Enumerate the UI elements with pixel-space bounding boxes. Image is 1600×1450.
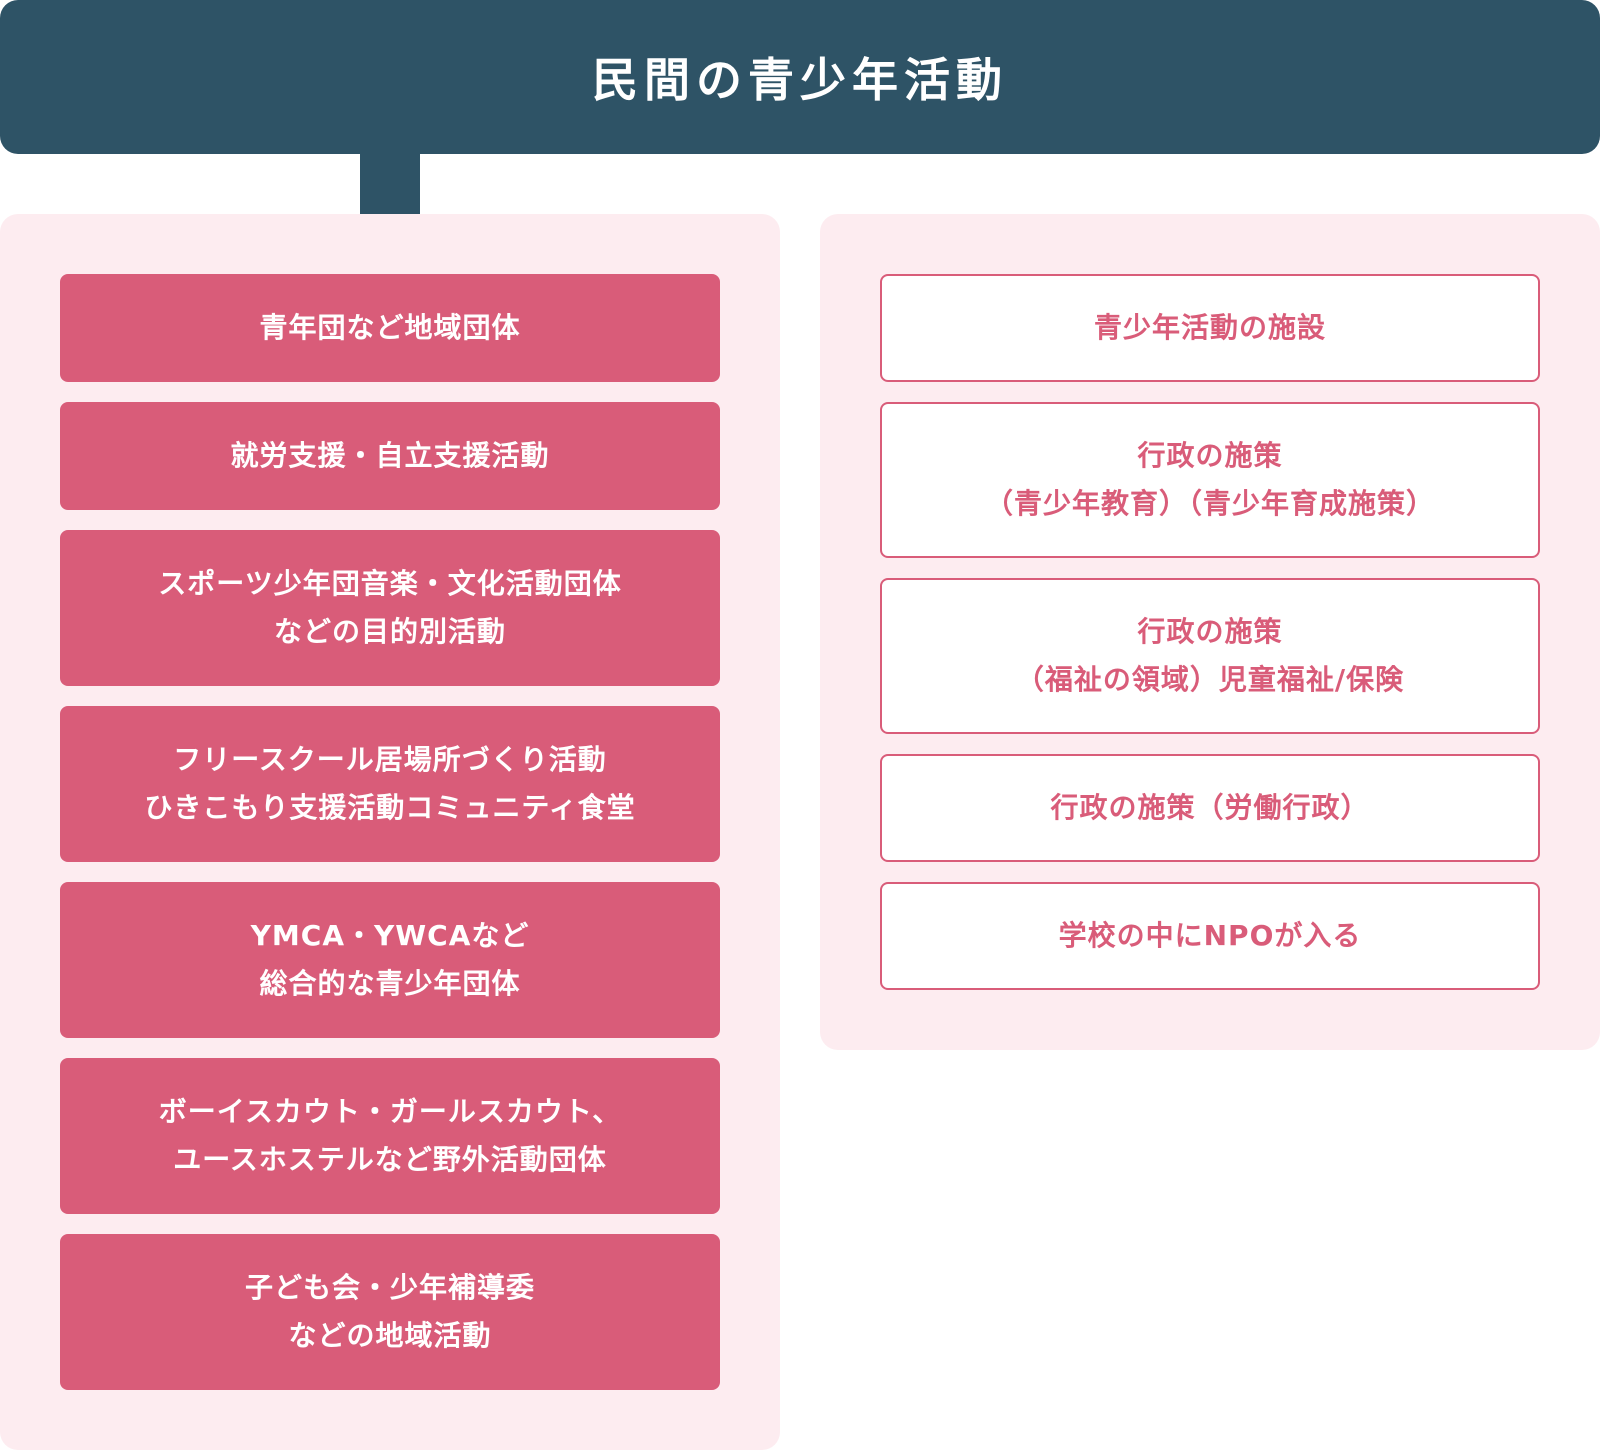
header-title: 民間の青少年活動 (592, 53, 1008, 107)
public-item-3: 行政の施策 （福祉の領域）児童福祉/保険 (880, 578, 1540, 734)
item-line: 就労支援・自立支援活動 (230, 439, 550, 472)
private-activity-item-5: YMCA・YWCAなど 総合的な青少年団体 (60, 882, 720, 1038)
public-item-2: 行政の施策 （青少年教育）（青少年育成施策） (880, 402, 1540, 558)
public-item-5: 学校の中にNPOが入る (880, 882, 1540, 990)
item-line: 青少年活動の施設 (1093, 311, 1326, 344)
item-line: などの目的別活動 (273, 615, 506, 648)
item-line: （青少年教育）（青少年育成施策） (984, 487, 1435, 520)
item-line: ボーイスカウト・ガールスカウト、 (158, 1095, 622, 1128)
item-line: ひきこもり支援活動コミュニティ食堂 (144, 791, 636, 824)
item-line: 総合的な青少年団体 (259, 967, 521, 1000)
item-line: スポーツ少年団音楽・文化活動団体 (158, 567, 622, 600)
header-connector (360, 150, 420, 216)
item-line: 行政の施策 (1137, 615, 1283, 648)
private-activity-item-4: フリースクール居場所づくり活動 ひきこもり支援活動コミュニティ食堂 (60, 706, 720, 862)
item-line: 行政の施策（労働行政） (1050, 791, 1370, 824)
item-line: 行政の施策 (1137, 439, 1283, 472)
item-line: YMCA・YWCAなど (250, 919, 530, 952)
private-activity-item-1: 青年団など地域団体 (60, 274, 720, 382)
item-line: フリースクール居場所づくり活動 (173, 743, 607, 776)
item-line: ユースホステルなど野外活動団体 (173, 1143, 607, 1176)
item-line: 子ども会・少年補導委 (244, 1271, 535, 1304)
private-activity-item-3: スポーツ少年団音楽・文化活動団体 などの目的別活動 (60, 530, 720, 686)
item-line: 学校の中にNPOが入る (1058, 919, 1362, 952)
header-bar: 民間の青少年活動 (0, 0, 1600, 154)
public-item-4: 行政の施策（労働行政） (880, 754, 1540, 862)
public-item-1: 青少年活動の施設 (880, 274, 1540, 382)
item-line: などの地域活動 (288, 1319, 492, 1352)
private-activity-item-7: 子ども会・少年補導委 などの地域活動 (60, 1234, 720, 1390)
private-activity-item-6: ボーイスカウト・ガールスカウト、 ユースホステルなど野外活動団体 (60, 1058, 720, 1214)
private-activity-item-2: 就労支援・自立支援活動 (60, 402, 720, 510)
item-line: （福祉の領域）児童福祉/保険 (1015, 663, 1405, 696)
item-line: 青年団など地域団体 (259, 311, 521, 344)
